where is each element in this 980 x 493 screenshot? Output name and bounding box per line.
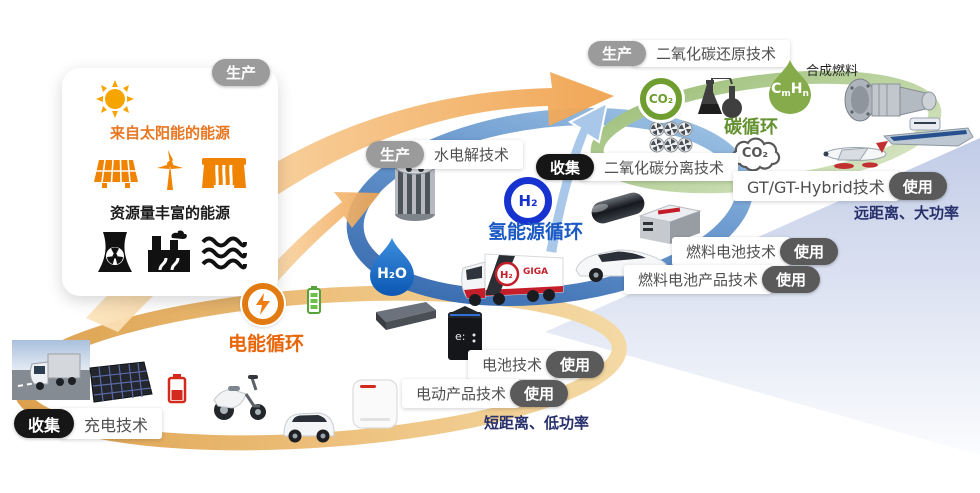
co2-reduction-tech-label: 二氧化碳还原技术 [632, 40, 791, 67]
solar-array-image [82, 358, 154, 406]
solar-panel-icon [92, 156, 140, 190]
fuel-cell-box-image [634, 200, 704, 246]
carbon-cycle-name: 碳循环 [724, 117, 778, 138]
nuclear-plant-icon [93, 230, 137, 272]
scooter-image [208, 366, 270, 422]
charging-collect-pill: 收集 [14, 409, 75, 438]
co2-cloud-icon: CO₂ [726, 136, 784, 174]
flask-icon [692, 78, 746, 120]
flat-battery-pack-image [366, 300, 440, 334]
synthetic-fuel-label: 合成燃料 [806, 64, 859, 79]
battery-tech-use-pill: 使用 [546, 351, 605, 378]
h2o-text: H₂O [377, 266, 407, 282]
fuel-cell-tech-label: 燃料电池技术 [672, 237, 791, 266]
orange-arrow-to-carbon-cycle [86, 72, 614, 332]
fuel-cell-tech-use-pill: 使用 [780, 238, 839, 265]
waves-icon [201, 234, 247, 272]
co2-separation-collect-pill: 收集 [536, 154, 595, 180]
hydrogen-truck-image: H₂ GIGA [455, 246, 567, 308]
city-car-image [280, 400, 338, 444]
battery-green-icon [305, 285, 323, 315]
h2-badge: H₂ [504, 177, 552, 225]
sun-icon [92, 78, 138, 120]
abundant-energy-title: 资源量丰富的能源 [109, 204, 230, 222]
battery-box-logo: e: [455, 330, 465, 343]
hydrogen-cycle-name: 氢能源循环 [488, 221, 584, 243]
electrolysis-tech-label: 水电解技术 [410, 140, 524, 169]
bottom-right-accent-band [545, 138, 980, 455]
portable-battery-image [350, 374, 400, 432]
highway-truck-photo [12, 340, 90, 400]
cmhn-drop-icon: CmHn [766, 60, 814, 114]
thermal-plant-icon [146, 230, 192, 272]
card-produce-pill: 生产 [212, 59, 271, 86]
electric-product-use-pill: 使用 [510, 380, 569, 407]
seaplane-image [818, 140, 894, 172]
blue-arrow-to-carbon-cycle [543, 101, 609, 256]
gt-hybrid-tech-label: GT/GT-Hybrid技术 [733, 171, 899, 201]
charging-tech-label: 充电技术 [60, 408, 163, 439]
ship-image [880, 110, 976, 152]
wind-turbine-icon [149, 150, 191, 190]
co2-cloud-text: CO₂ [741, 146, 769, 161]
cmhn-formula: CmHn [771, 81, 809, 99]
truck-h2-logo: H₂ [500, 270, 513, 281]
battery-tech-label: 电池技术 [468, 350, 557, 379]
gt-hybrid-use-pill: 使用 [888, 172, 947, 200]
hydrogen-tank-image [586, 186, 650, 230]
co2-separation-tech-label: 二氧化碳分离技术 [580, 153, 739, 181]
electric-product-tech-label: 电动产品技术 [402, 379, 521, 408]
orange-arrow-to-hydrogen-cycle [246, 192, 380, 300]
electrolysis-produce-pill: 生产 [366, 141, 425, 168]
battery-box-image: e: [446, 304, 484, 364]
fan-array-icon [648, 120, 694, 154]
hydro-dam-icon [200, 156, 248, 190]
fuel-cell-product-use-pill: 使用 [762, 266, 821, 293]
lightning-icon [242, 283, 284, 325]
long-range-note: 远距离、大功率 [854, 204, 960, 222]
co2-badge: CO₂ [640, 78, 682, 120]
gas-turbine-image [842, 74, 938, 128]
short-range-note: 短距离、低功率 [484, 414, 590, 432]
h2o-drop-icon: H₂O [368, 238, 416, 296]
co2-reduction-produce-pill: 生产 [588, 41, 647, 66]
electric-cycle-name: 电能循环 [228, 333, 305, 355]
energy-source-card: 来自太阳能的能源 [62, 68, 278, 296]
solar-energy-title: 来自太阳能的能源 [109, 124, 230, 142]
truck-brand: GIGA [523, 267, 548, 277]
fuel-cell-product-tech-label: 燃料电池产品技术 [624, 265, 773, 294]
battery-red-icon [166, 372, 188, 404]
